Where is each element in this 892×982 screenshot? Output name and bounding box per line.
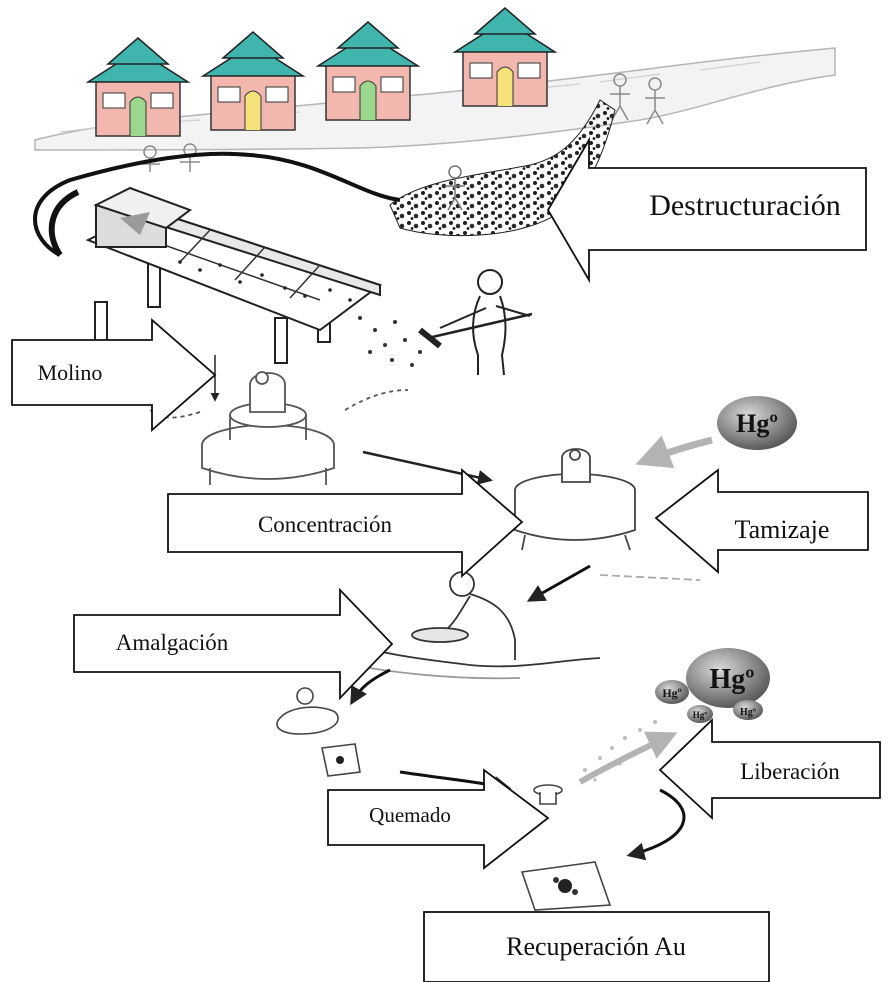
panning-worker [330,566,700,678]
label-concentracion: Concentración [258,512,393,537]
house-3 [318,22,418,120]
shovel-worker [420,270,532,375]
label-amalgacion: Amalgación [116,630,229,655]
house-4 [455,8,555,106]
hillside-village [35,8,835,172]
label-destructuracion: Destructuración [649,189,841,222]
house-1 [88,38,188,136]
label-molino: Molino [38,360,103,385]
label-recuperacion: Recuperación Au [506,932,686,961]
callout-liberacion: Liberación [660,720,880,818]
hose-loop [52,192,78,255]
label-tamizaje: Tamizaje [735,515,830,544]
mercury-label-medium: Hgº [709,664,754,695]
mercury-arrow [642,440,712,462]
label-quemado: Quemado [369,803,451,827]
house-2 [203,32,303,130]
mercury-label-small-1: Hgº [662,686,681,700]
concentration-tank [515,449,635,550]
label-liberacion: Liberación [740,759,840,784]
callout-quemado: Quemado [328,770,548,868]
amalgam-handler [277,670,390,776]
callout-amalgacion: Amalgación [74,590,392,698]
callout-recuperacion: Recuperación Au [424,912,769,982]
callout-molino: Molino [12,320,215,430]
gold-recovery [522,790,684,910]
callout-tamizaje: Tamizaje [656,470,868,572]
mercury-label-small-2: Hgº [693,710,708,720]
callout-concentracion: Concentración [168,470,522,576]
mill-to-tank-arrow [363,452,490,480]
mercury-label-small-3: Hgº [740,707,757,718]
mercury-label-large: Hgº [736,409,778,438]
mercury-release: Hgº Hgº Hgº Hgº [655,648,770,723]
mercury-input: Hgº [642,396,797,462]
